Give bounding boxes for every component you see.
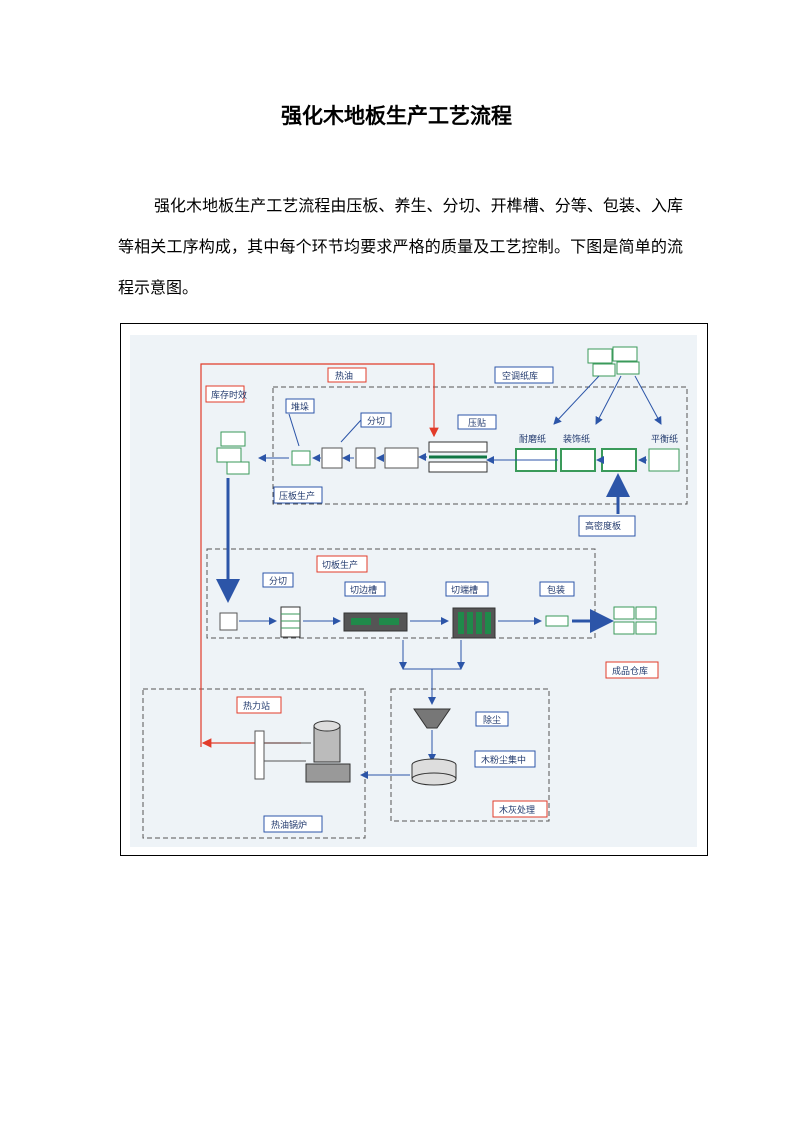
paper-storage-label-box: 空调纸库 (494, 366, 554, 384)
balance-paper-label: 平衡纸 (651, 433, 678, 445)
packing-label-box: 包装 (539, 581, 575, 597)
dust-removal-label-box: 除尘 (475, 711, 509, 727)
wood-dust-collect-label-box: 木粉尘集中 (474, 750, 536, 768)
cutting-top-label-box: 分切 (360, 412, 392, 428)
dust-collector-icon (411, 758, 457, 786)
stacking-icon (291, 450, 311, 466)
warehouse-stack-icon (613, 606, 657, 635)
process-flow-diagram: 热油 空调纸库 耐磨纸 装饰纸 平衡纸 高密度板 压贴 (130, 335, 697, 847)
process-flow-figure: 热油 空调纸库 耐磨纸 装饰纸 平衡纸 高密度板 压贴 (120, 323, 708, 856)
oil-boiler-icon (305, 720, 351, 783)
paper-arrow-3 (634, 375, 662, 425)
cut-board-production-label: 切板生产 (322, 559, 358, 571)
board-production-label-box: 压板生产 (273, 486, 323, 504)
packing-box-icon (545, 615, 569, 627)
aging-stack-icon (216, 431, 250, 475)
ash-treatment-region (390, 688, 550, 822)
cut-board-production-region (206, 548, 596, 639)
wear-paper-label: 耐磨纸 (519, 433, 546, 445)
dust-removal-label: 除尘 (483, 714, 501, 726)
end-groove-label-box: 切端槽 (445, 581, 489, 597)
hdf-board-label: 高密度板 (585, 520, 621, 532)
storage-aging-label-box: 库存时效 (205, 385, 247, 403)
hot-oil-line (200, 363, 439, 747)
paper-storage-label: 空调纸库 (502, 370, 538, 382)
board-production-region (272, 386, 688, 505)
paper-arrow-1 (553, 375, 600, 425)
edge-groove-label-box: 切边槽 (344, 581, 386, 597)
packing-label: 包装 (547, 584, 565, 596)
wood-dust-collect-label: 木粉尘集中 (481, 754, 526, 766)
warehouse-label-box: 成品仓库 (605, 661, 659, 679)
hot-oil-label-box: 热油 (327, 367, 367, 383)
decor-paper-box (560, 448, 596, 472)
paper-rolls-icon (587, 346, 640, 377)
decor-paper-label: 装饰纸 (563, 433, 590, 445)
heat-station-label: 热力站 (243, 700, 270, 712)
press-machine-icon (428, 441, 488, 473)
board-input-box (219, 612, 238, 631)
heat-station-region (142, 688, 366, 839)
paper-box-3 (601, 448, 637, 472)
cutting-top-pointer (340, 419, 362, 443)
cutting-mid-label: 分切 (269, 576, 287, 587)
cutting-mid-label-box: 分切 (262, 572, 294, 588)
end-groove-label: 切端槽 (451, 584, 478, 596)
oil-boiler-label: 热油锅炉 (271, 819, 307, 831)
ash-treatment-label-box: 木灰处理 (492, 800, 548, 818)
heat-exchanger-icon (254, 730, 311, 780)
ash-treatment-label: 木灰处理 (499, 804, 535, 816)
warehouse-label: 成品仓库 (612, 665, 648, 677)
hot-oil-label: 热油 (335, 370, 353, 382)
document-title: 强化木地板生产工艺流程 (281, 104, 512, 128)
balance-paper-box (648, 448, 680, 472)
board-production-label: 压板生产 (279, 490, 315, 502)
edge-groove-label: 切边槽 (350, 584, 377, 596)
edge-groove-machine-icon (343, 612, 408, 632)
cutting-top-label: 分切 (367, 416, 385, 427)
oil-boiler-label-box: 热油锅炉 (263, 815, 323, 833)
end-groove-machine-icon (452, 607, 496, 639)
dust-funnel-icon (413, 708, 451, 729)
pressing-label-box: 压贴 (457, 414, 497, 430)
hdf-board-box: 高密度板 (578, 515, 636, 537)
stacking-label-box: 堆垛 (285, 398, 315, 414)
board-box-1 (384, 447, 419, 469)
storage-aging-label: 库存时效 (211, 389, 247, 401)
cut-board-box-top (321, 447, 343, 469)
stacking-pointer (288, 413, 300, 447)
board-box-2 (355, 447, 376, 469)
intro-paragraph: 强化木地板生产工艺流程由压板、养生、分切、开榫槽、分等、包装、入库等相关工序构成… (118, 196, 683, 297)
heat-station-label-box: 热力站 (236, 696, 282, 714)
paper-arrow-2 (595, 375, 622, 425)
stacking-label: 堆垛 (291, 402, 309, 413)
pressing-label: 压贴 (468, 417, 486, 429)
cutting-machine-icon (280, 606, 301, 638)
cut-board-production-label-box: 切板生产 (316, 555, 368, 573)
